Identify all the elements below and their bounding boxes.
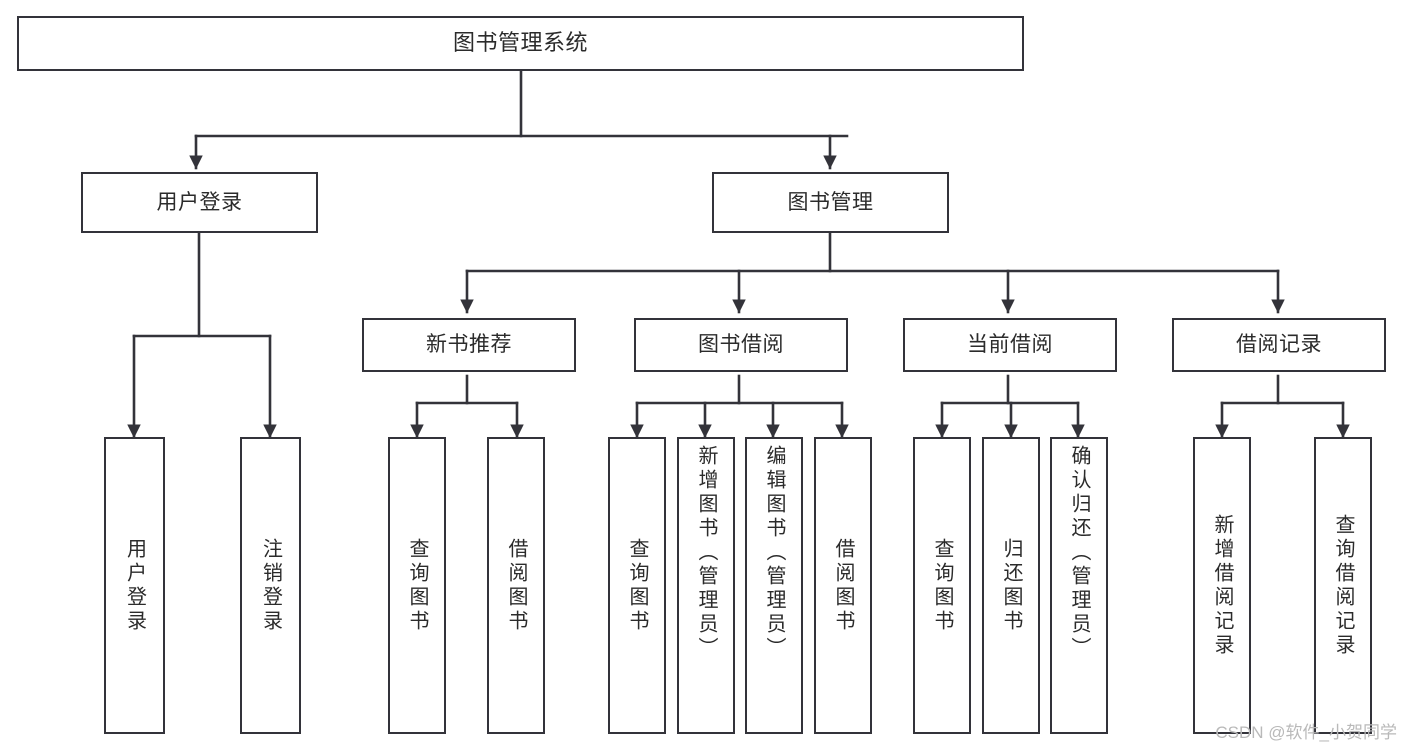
node-root[interactable]: 图书管理系统 [17,16,1024,71]
node-borrow-record-label: 借阅记录 [1236,333,1322,357]
node-leaf-borrow-book-1-label: 借阅图书 [505,537,527,634]
node-leaf-query-book-1-label: 查询图书 [406,537,428,634]
node-leaf-return-book-label: 归还图书 [1000,537,1022,634]
node-leaf-query-book-3-label: 查询图书 [931,537,953,634]
node-book-borrow[interactable]: 图书借阅 [634,318,848,372]
node-book-borrow-label: 图书借阅 [698,333,784,357]
node-leaf-borrow-book-1[interactable]: 借阅图书 [487,437,545,734]
node-book-management-label: 图书管理 [787,190,874,214]
node-user-login[interactable]: 用户登录 [81,172,318,233]
csdn-watermark: CSDN @软件_小贺同学 [1215,723,1397,742]
node-current-borrow-label: 当前借阅 [967,333,1053,357]
node-leaf-confirm-return[interactable]: 确认归还（管理员） [1050,437,1108,734]
node-leaf-return-book[interactable]: 归还图书 [982,437,1040,734]
node-leaf-query-record-label: 查询借阅记录 [1332,513,1354,658]
node-leaf-add-book-label: 新增图书（管理员） [695,445,717,661]
node-leaf-edit-book[interactable]: 编辑图书（管理员） [745,437,803,734]
node-new-book-recommend[interactable]: 新书推荐 [362,318,576,372]
node-book-management[interactable]: 图书管理 [712,172,949,233]
node-leaf-add-record-label: 新增借阅记录 [1211,513,1233,658]
node-leaf-confirm-return-label: 确认归还（管理员） [1068,445,1090,661]
node-leaf-add-record[interactable]: 新增借阅记录 [1193,437,1251,734]
node-leaf-add-book[interactable]: 新增图书（管理员） [677,437,735,734]
node-user-login-label: 用户登录 [156,190,243,214]
node-new-book-recommend-label: 新书推荐 [426,333,512,357]
node-leaf-borrow-book-2-label: 借阅图书 [832,537,854,634]
node-leaf-user-login-label: 用户登录 [123,537,146,634]
node-leaf-query-book-2-label: 查询图书 [626,537,648,634]
node-leaf-query-record[interactable]: 查询借阅记录 [1314,437,1372,734]
node-leaf-query-book-3[interactable]: 查询图书 [913,437,971,734]
node-leaf-query-book-1[interactable]: 查询图书 [388,437,446,734]
node-root-label: 图书管理系统 [452,30,588,56]
node-leaf-query-book-2[interactable]: 查询图书 [608,437,666,734]
node-leaf-borrow-book-2[interactable]: 借阅图书 [814,437,872,734]
node-leaf-user-logout[interactable]: 注销登录 [240,437,301,734]
node-leaf-user-login[interactable]: 用户登录 [104,437,165,734]
node-borrow-record[interactable]: 借阅记录 [1172,318,1386,372]
node-leaf-edit-book-label: 编辑图书（管理员） [763,445,785,661]
node-leaf-user-logout-label: 注销登录 [259,537,282,634]
node-current-borrow[interactable]: 当前借阅 [903,318,1117,372]
